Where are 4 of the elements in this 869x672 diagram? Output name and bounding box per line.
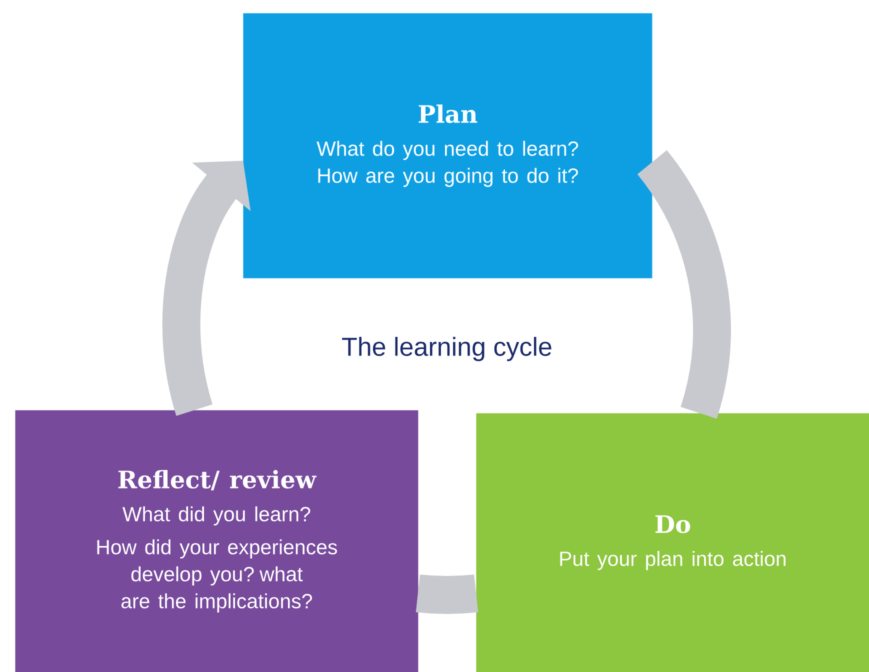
diagram-title: The learning cycle: [342, 336, 552, 362]
process-box: Reflect/ review What did you learn? How did your experiences develop you? what are the implications?: [15, 410, 418, 672]
process-box: Do Put your plan into action: [476, 413, 869, 672]
process-box: Plan What do you need to learn? How are you going to do it?: [243, 13, 652, 278]
